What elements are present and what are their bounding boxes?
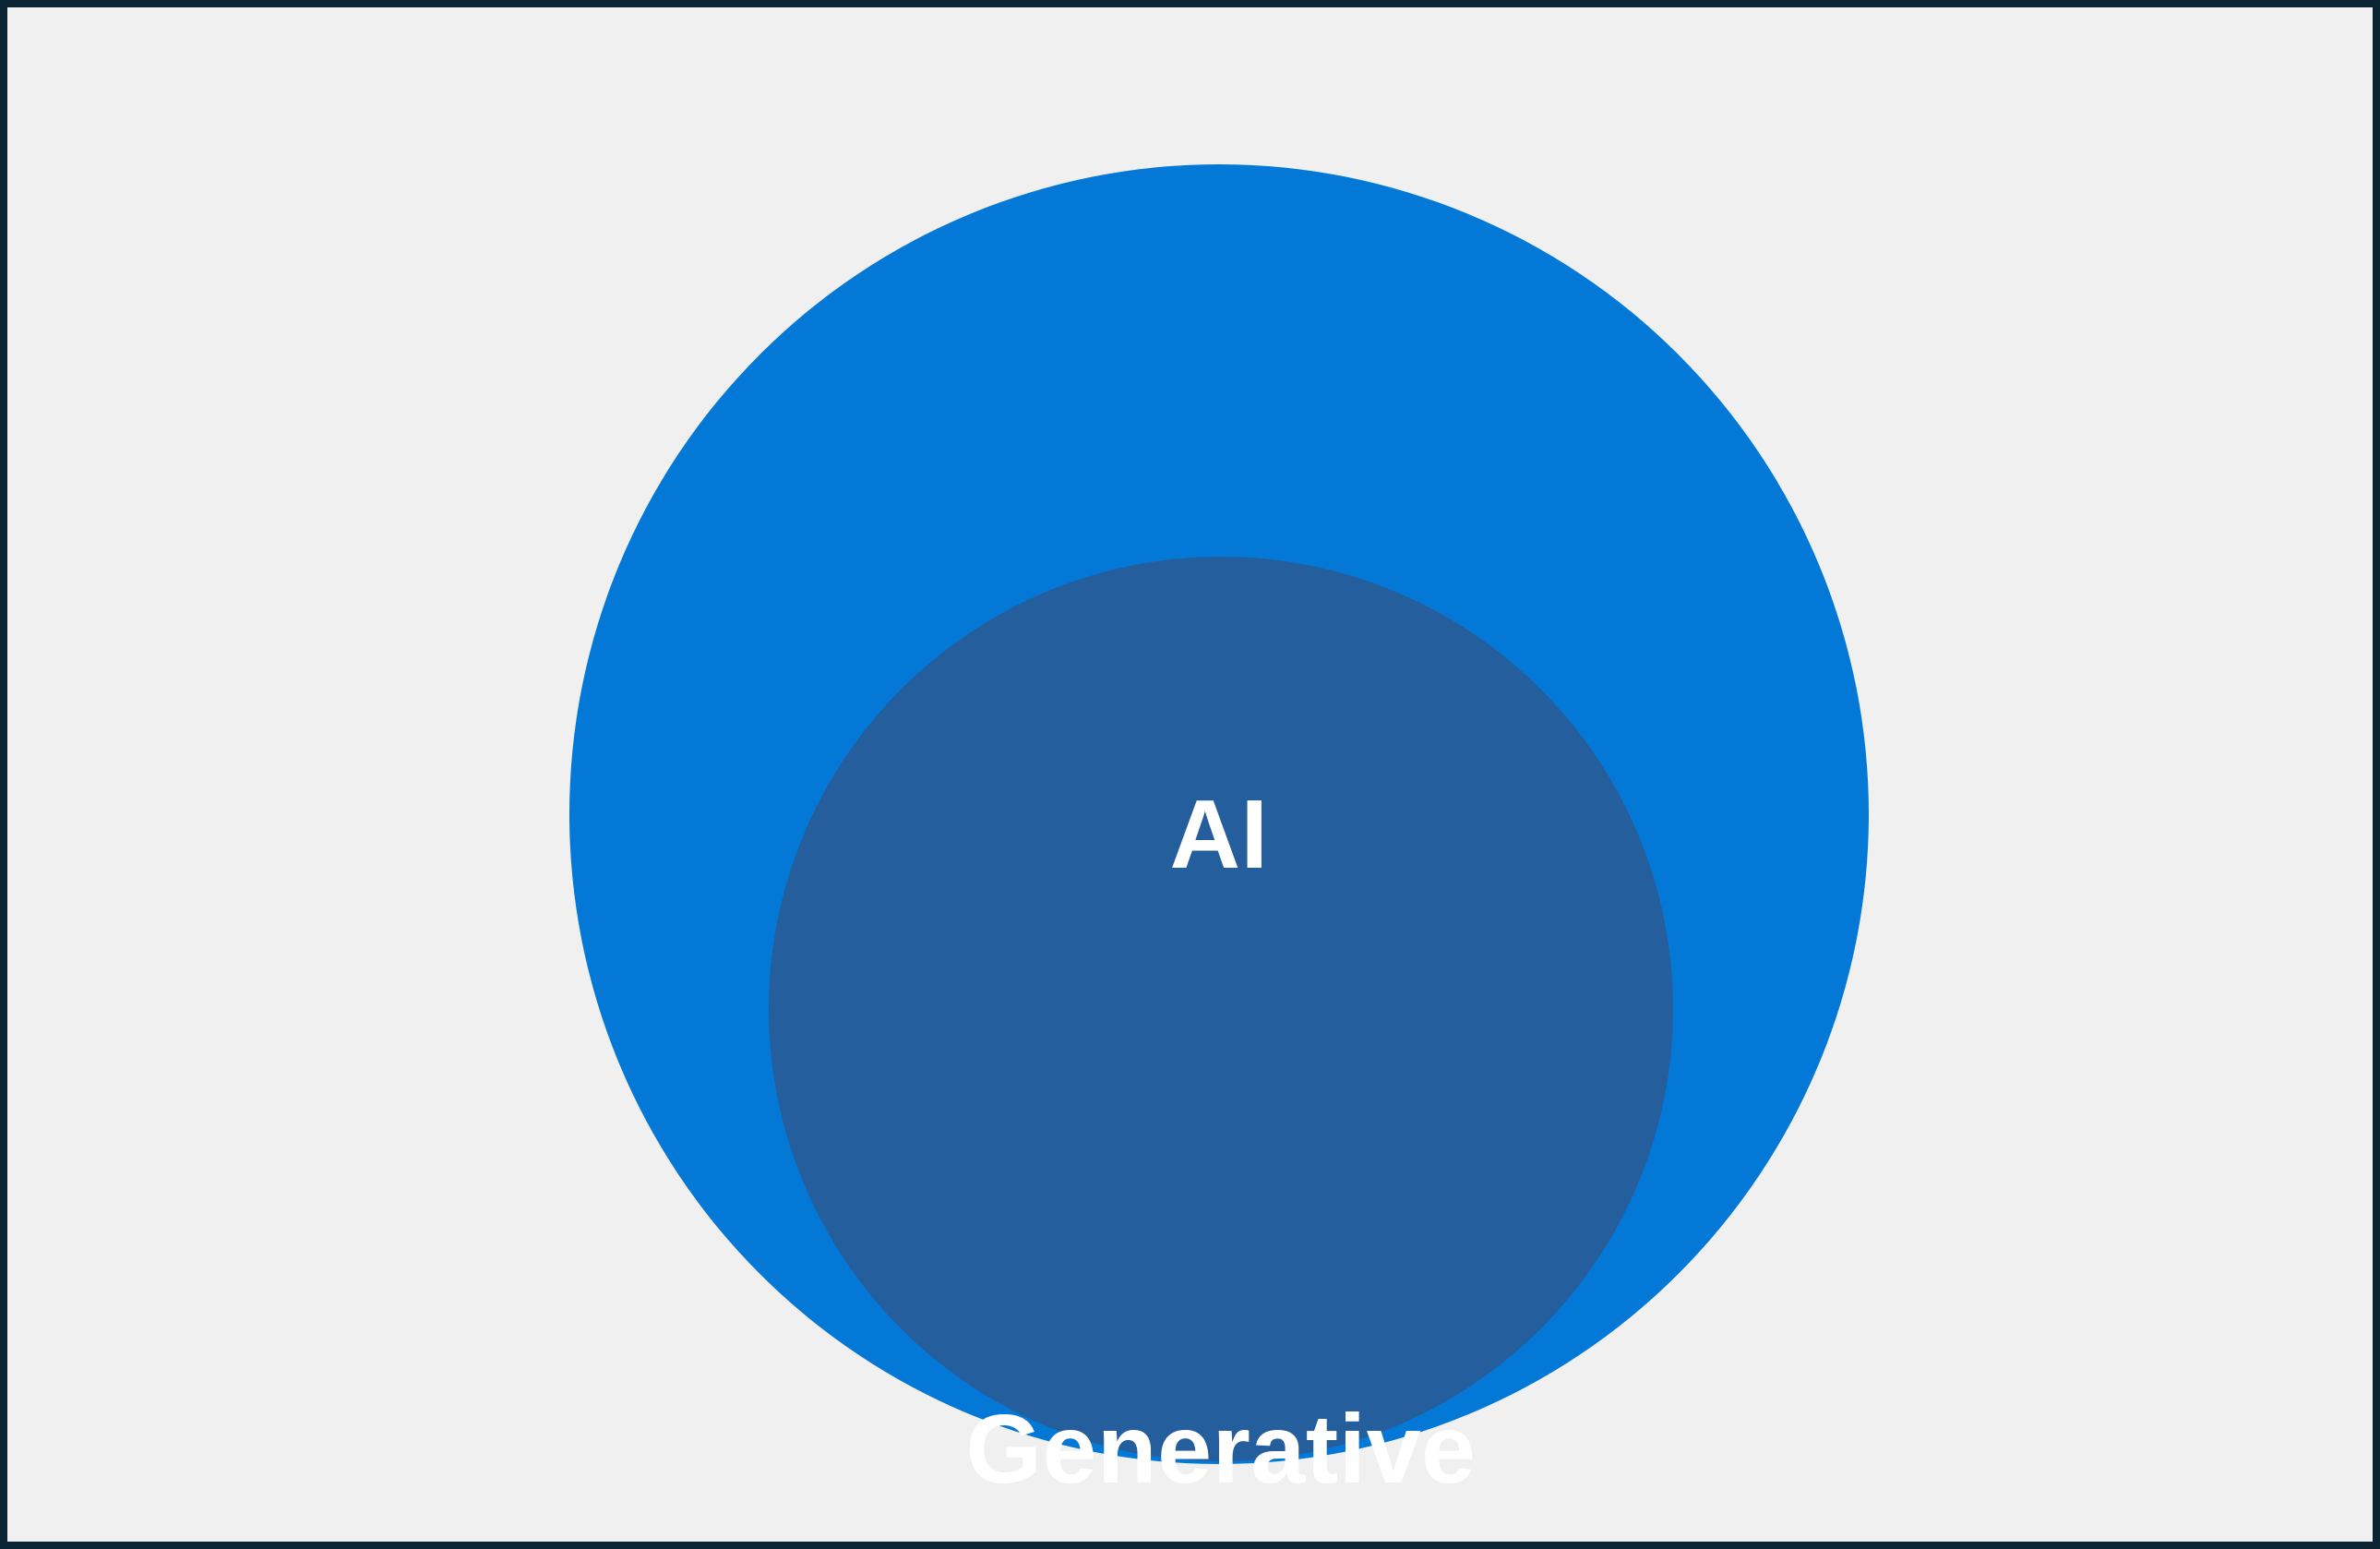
inner-label-line-1: Generative xyxy=(965,1395,1477,1504)
diagram-stage: AI Generative AI xyxy=(7,7,2373,1542)
outer-circle-label: AI xyxy=(15,369,2373,1300)
inner-label-wrapper: Generative AI xyxy=(769,1154,1673,1542)
inner-circle-label: Generative AI xyxy=(15,918,2373,1542)
outer-label-wrapper: AI xyxy=(569,576,1869,1093)
outer-label-line-1: AI xyxy=(1169,780,1269,889)
inner-circle-generative-ai[interactable] xyxy=(769,557,1673,1461)
